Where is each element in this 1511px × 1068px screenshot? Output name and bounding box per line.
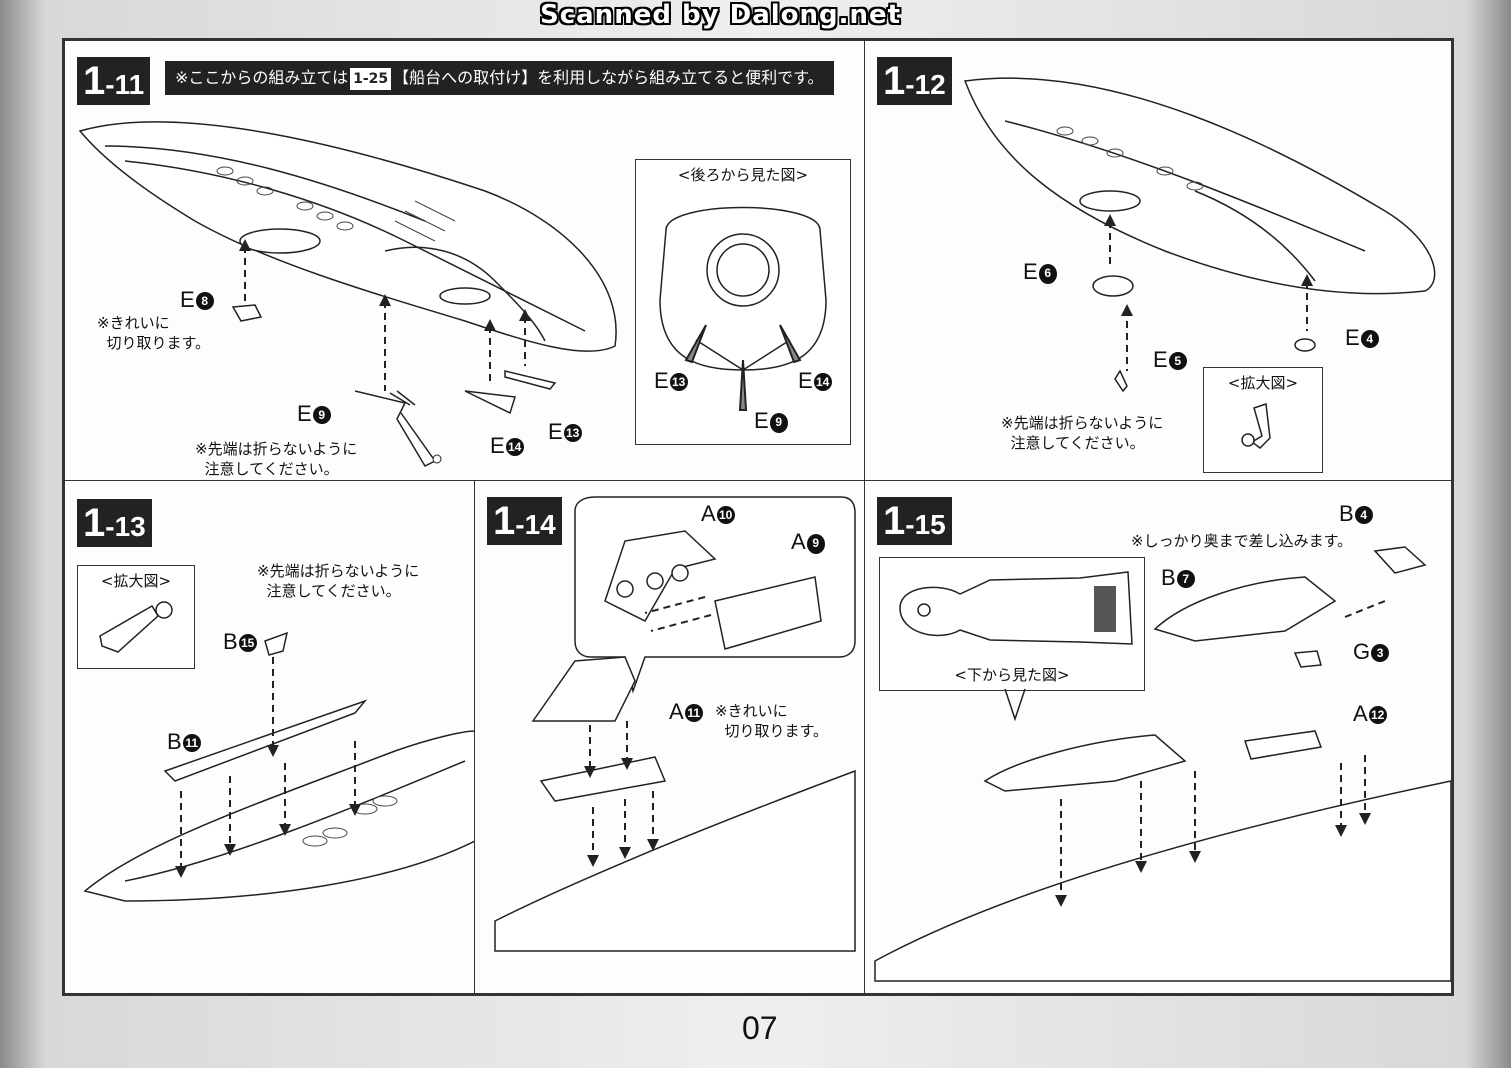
clean-cut-note: ※きれいに 切り取ります。 xyxy=(97,314,211,352)
ship-hull-drawing xyxy=(83,631,475,902)
scan-credit: Scanned by Dalong.net xyxy=(540,0,902,30)
bottom-view-inset: <下から見た図> xyxy=(879,557,1145,691)
inset-caption: <後ろから見た図> xyxy=(677,166,809,184)
page-number: 07 xyxy=(742,1010,778,1046)
step-number: 1-11 xyxy=(77,57,151,105)
tip-caution-note: ※先端は折らないように 注意してください。 xyxy=(1001,414,1164,452)
insert-firmly-note: ※しっかり奥まで差し込みます。 xyxy=(1131,532,1353,550)
clean-cut-note: ※きれいに 切り取ります。 xyxy=(715,702,829,740)
inset-caption: <拡大図> xyxy=(1227,374,1299,392)
ship-hull-drawing xyxy=(78,121,617,467)
step-number: 1-12 xyxy=(877,57,952,105)
rear-view-drawing xyxy=(659,206,827,411)
inset-caption: <下から見た図> xyxy=(954,666,1070,684)
closeup-inset: <拡大図> xyxy=(77,565,195,669)
step-number: 1-15 xyxy=(877,497,952,545)
closeup-inset: <拡大図> xyxy=(1203,367,1323,473)
ship-hull-drawing xyxy=(963,77,1436,393)
step-reference: 1-25 xyxy=(350,68,392,90)
bottom-view-drawing xyxy=(899,571,1133,645)
step-1-15-panel: 1-15 ※しっかり奥まで差し込みます。 <下から見た図> xyxy=(864,480,1452,994)
step-1-13-panel: 1-13 <拡大図> ※先端は折らないように 注意してください。 xyxy=(64,480,476,994)
closeup-drawing xyxy=(1241,402,1271,449)
ship-hull-drawing xyxy=(874,546,1451,982)
tip-caution-note: ※先端は折らないように 注意してください。 xyxy=(257,562,420,600)
step-number: 1-13 xyxy=(77,499,152,547)
inset-caption: <拡大図> xyxy=(100,572,172,590)
tip-caution-note: ※先端は折らないように 注意してください。 xyxy=(195,440,358,478)
ship-hull-drawing xyxy=(494,496,856,952)
step-number: 1-14 xyxy=(487,497,562,545)
closeup-drawing xyxy=(99,601,173,653)
